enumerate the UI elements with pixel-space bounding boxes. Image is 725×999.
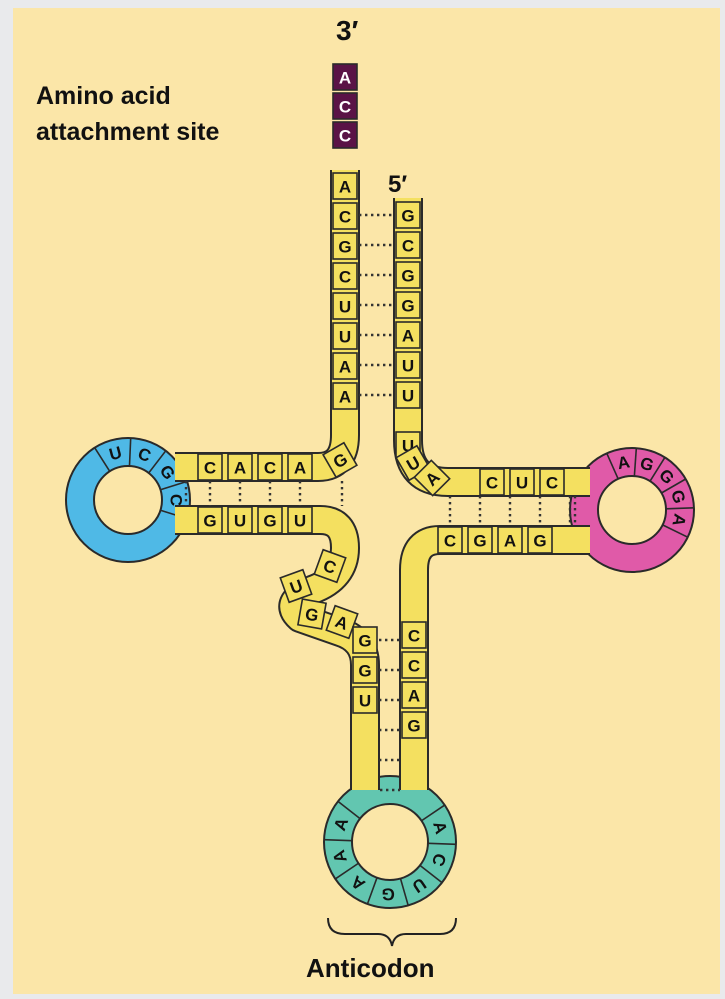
d-loop-base: C [167,494,186,506]
t-stem-top-base: U [510,469,534,495]
acceptor-5prime-base: G [396,262,420,288]
anticodon-loop-hole [352,804,428,880]
acceptor-5prime-base: G [396,202,420,228]
d-loop-hole [94,466,162,534]
svg-text:U: U [234,512,246,531]
svg-text:G: G [263,512,276,531]
acceptor-end-base: C [333,93,357,119]
svg-text:C: C [486,474,498,493]
svg-text:G: G [203,512,216,531]
t-stem-bottom-base: A [498,527,522,553]
svg-text:A: A [402,327,414,346]
acceptor-5prime-base: A [396,322,420,348]
attachment-site-label-line2: attachment site [36,118,219,146]
acceptor-3prime-base: C [333,263,357,289]
t-stem-top-base: C [480,469,504,495]
svg-text:G: G [401,207,414,226]
d-stem-top-base: C [198,454,222,480]
svg-text:C: C [546,474,558,493]
acceptor-3prime-base: A [333,173,357,199]
svg-text:U: U [339,328,351,347]
svg-text:U: U [402,357,414,376]
anticodon-stem-left-base: G [353,657,377,683]
svg-text:A: A [339,388,351,407]
svg-text:C: C [264,459,276,478]
anticodon-loop-base: G [381,884,395,903]
svg-text:U: U [294,512,306,531]
acceptor-3prime-base: G [333,233,357,259]
t-stem-bottom-base: C [438,527,462,553]
svg-text:A: A [408,687,420,706]
t-loop-hole [598,476,666,544]
svg-text:A: A [294,459,306,478]
svg-text:A: A [339,69,351,88]
d-stem-top-base: C [258,454,282,480]
acceptor-5prime-base: U [396,352,420,378]
svg-text:C: C [339,268,351,287]
attachment-site-label-line1: Amino acid [36,82,171,110]
svg-text:A: A [234,459,246,478]
t-stem-bottom-base: G [468,527,492,553]
anticodon-stem-left-base: U [353,687,377,713]
anticodon-label: Anticodon [306,953,435,983]
five-prime-label: 5′ [388,171,407,198]
d-stem-bottom-base: U [228,507,252,533]
acceptor-3prime-base: U [333,293,357,319]
svg-text:G: G [401,267,414,286]
acceptor-3prime-base: U [333,323,357,349]
svg-text:G: G [401,297,414,316]
d-stem-bottom-base: U [288,507,312,533]
svg-text:C: C [408,627,420,646]
anticodon-stem-right-base: C [402,652,426,678]
d-stem-bottom-base: G [258,507,282,533]
anticodon-stem-right-base: C [402,622,426,648]
svg-text:C: C [402,237,414,256]
svg-text:G: G [358,662,371,681]
anticodon-stem-left-base: G [353,627,377,653]
svg-text:C: C [339,208,351,227]
anticodon-stem-right-base: G [402,712,426,738]
d-stem-bottom-base: G [198,507,222,533]
acceptor-3prime-base: C [333,203,357,229]
svg-text:C: C [408,657,420,676]
svg-text:C: C [339,127,351,146]
three-prime-label: 3′ [336,15,359,46]
svg-text:C: C [204,459,216,478]
t-loop-segment-divider [666,508,694,509]
t-stem-top-base: C [540,469,564,495]
svg-text:U: U [359,692,371,711]
acceptor-end-base: C [333,122,357,148]
svg-text:G: G [533,532,546,551]
acceptor-5prime-base: G [396,292,420,318]
d-stem-top-base: A [288,454,312,480]
svg-text:U: U [339,298,351,317]
svg-text:C: C [444,532,456,551]
svg-text:G: G [473,532,486,551]
d-stem-top-base: A [228,454,252,480]
svg-text:U: U [516,474,528,493]
anticodon-loop-segment-divider [324,840,352,841]
acceptor-3prime-base: A [333,353,357,379]
t-stem-bottom-base: G [528,527,552,553]
svg-text:C: C [339,98,351,117]
svg-text:A: A [339,358,351,377]
acceptor-5prime-base: U [396,382,420,408]
variable-loop-base: G [298,599,326,629]
acceptor-5prime-base: C [396,232,420,258]
svg-text:G: G [338,238,351,257]
svg-text:G: G [407,717,420,736]
acceptor-end-base: A [333,64,357,90]
svg-text:G: G [358,632,371,651]
svg-text:U: U [402,387,414,406]
anticodon-stem-right-base: A [402,682,426,708]
svg-text:A: A [504,532,516,551]
svg-text:A: A [339,178,351,197]
anticodon-loop-segment-divider [428,843,456,844]
acceptor-3prime-base: A [333,383,357,409]
